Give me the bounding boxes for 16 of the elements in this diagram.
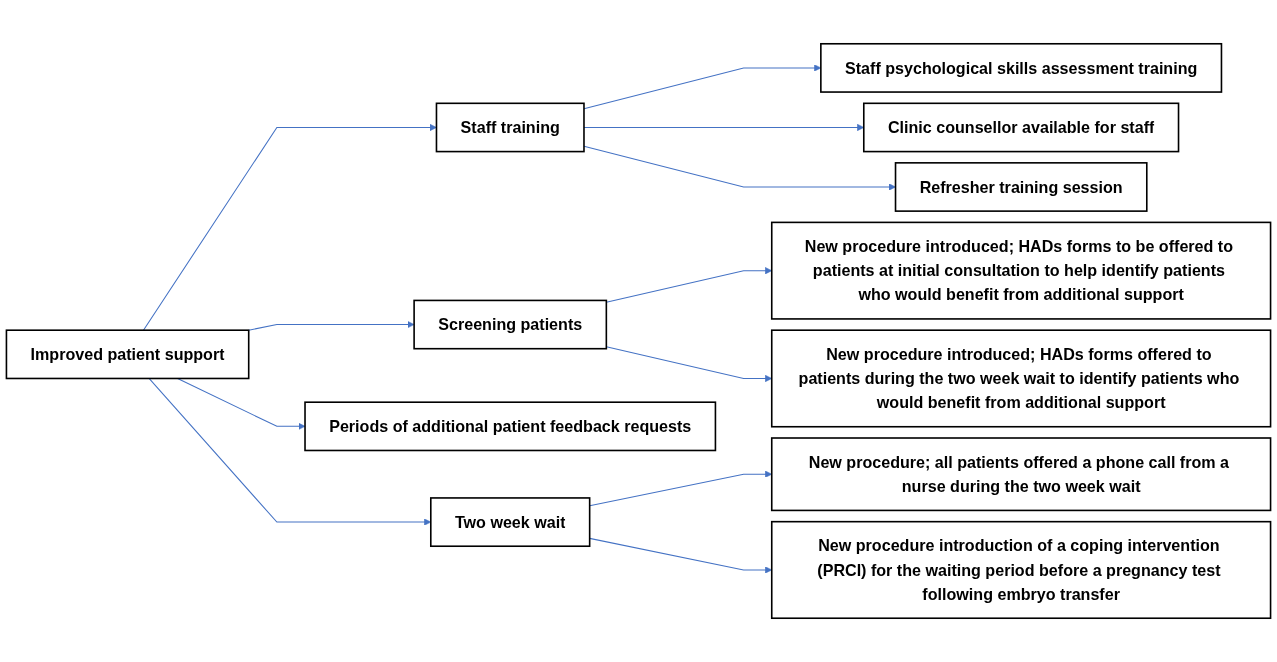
node-box: Staff psychological skills assessment training — [820, 42, 1223, 93]
node-box: New procedure introduction of a coping intervention (PRCI) for the waiting period before a pregnancy test following embryo transfer — [770, 520, 1272, 620]
node-box: Improved patient support — [5, 329, 250, 380]
node-box: Clinic counsellor available for staff — [862, 102, 1180, 153]
node-box: New procedure introduced; HADs forms offered to patients during the two week wait to identify patients who would benefit from additional support — [770, 329, 1272, 428]
node-box: Refresher training session — [894, 162, 1148, 212]
arrow — [583, 145, 896, 191]
arrow — [177, 377, 306, 430]
node-box: Screening patients — [413, 299, 608, 350]
node-box: Periods of additional patient feedback requests — [304, 401, 717, 452]
arrow — [248, 321, 415, 331]
arrow — [142, 123, 437, 331]
node-box: Staff training — [435, 102, 585, 153]
node-box: New procedure; all patients offered a phone call from a nurse during the two week wait — [770, 437, 1272, 512]
node-box: New procedure introduced; HADs forms to be offered to patients at initial consultation to help identify patients who would benefit from additional support — [770, 221, 1272, 320]
node-box: Two week wait — [430, 497, 591, 548]
